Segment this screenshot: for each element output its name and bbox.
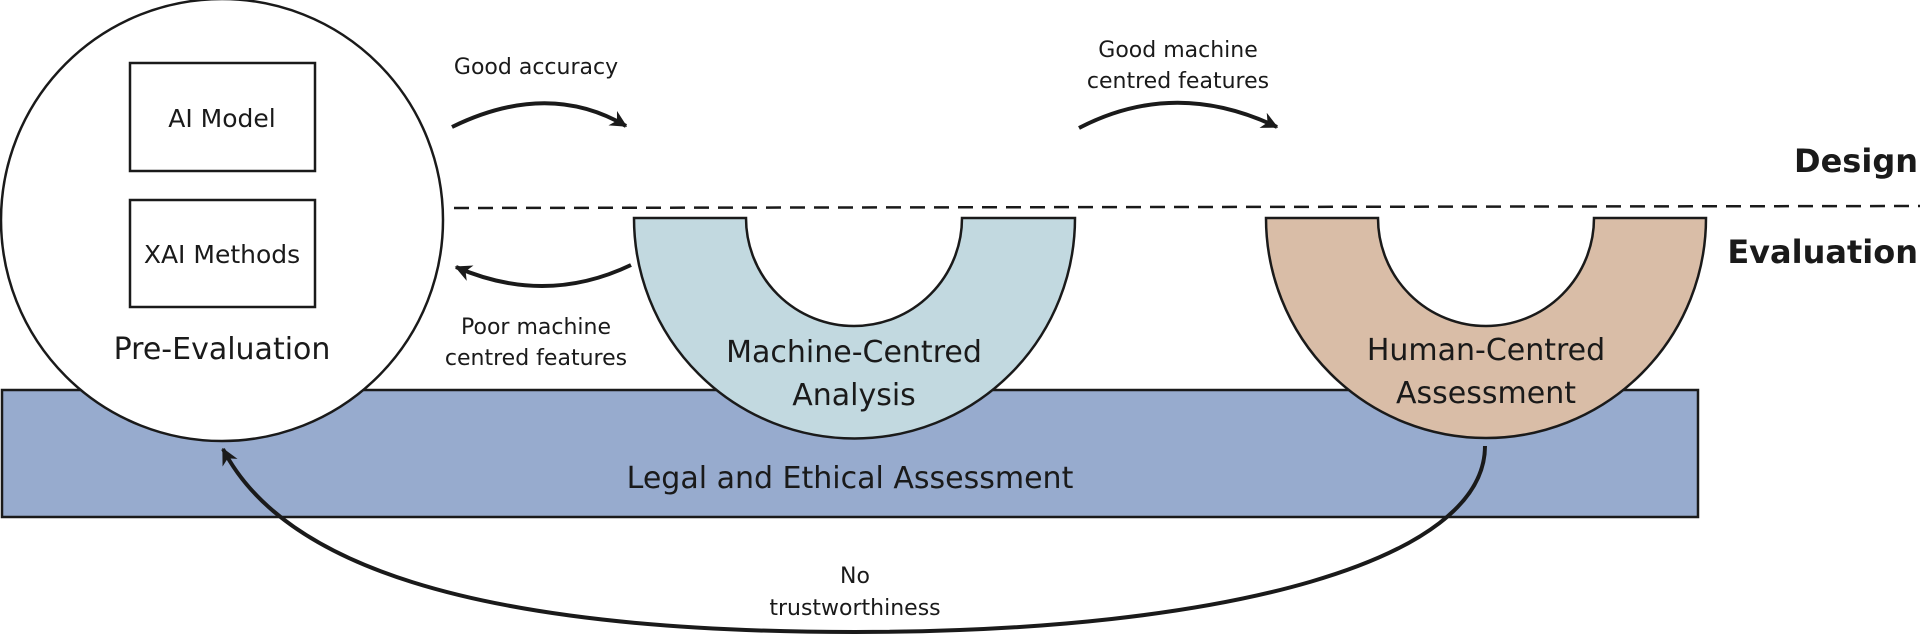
human-centred-label-line2: Assessment: [1396, 376, 1576, 411]
design-evaluation-divider: [453, 204, 1920, 210]
machine-centred-label-line2: Analysis: [792, 378, 916, 413]
no-trustworthiness-label-line1: No: [840, 564, 870, 589]
poor-machine-features-label-line2: centred features: [445, 346, 627, 371]
good-machine-features-label-line1: Good machine: [1098, 38, 1257, 63]
design-layer-label: Design: [1794, 142, 1918, 180]
machine-centred-node: [632, 216, 1077, 440]
evaluation-layer-label: Evaluation: [1727, 233, 1918, 271]
machine-centred-label-line1: Machine-Centred: [726, 335, 982, 370]
poor-machine-features-arrow: [454, 263, 632, 288]
xai-methods-box: [128, 198, 317, 309]
poor-machine-features-label-line1: Poor machine: [461, 315, 611, 340]
human-centred-label-line1: Human-Centred: [1367, 333, 1605, 368]
good-accuracy-label: Good accuracy: [454, 55, 618, 80]
no-trustworthiness-arrow: [221, 445, 1487, 635]
ai-model-box: [128, 61, 317, 173]
ai-model-label: AI Model: [168, 104, 275, 133]
good-machine-features-label-line2: centred features: [1087, 69, 1269, 94]
good-accuracy-arrow: [451, 101, 628, 129]
human-centred-node: [1264, 216, 1708, 440]
pre-evaluation-label: Pre-Evaluation: [114, 332, 331, 367]
legal-ethical-label: Legal and Ethical Assessment: [627, 461, 1074, 496]
good-machine-features-arrow: [1078, 100, 1279, 130]
xai-methods-label: XAI Methods: [144, 240, 300, 269]
no-trustworthiness-label-line2: trustworthiness: [769, 596, 940, 621]
